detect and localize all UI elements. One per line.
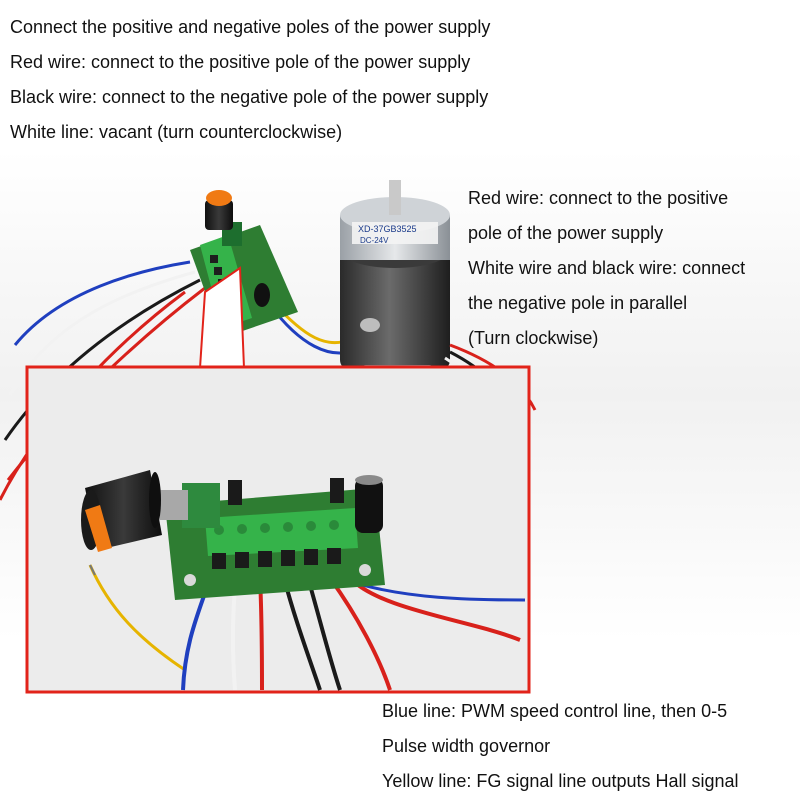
zoom-frame [25, 365, 531, 694]
bottom-caption-line: Pulse width governor [382, 736, 551, 756]
right-caption-line: the negative pole in parallel [468, 293, 688, 313]
top-caption-line: Connect the positive and negative poles … [10, 17, 491, 37]
bottom-caption-line: Yellow line: FG signal line outputs Hall… [382, 771, 739, 791]
right-caption-line: Red wire: connect to the positive [468, 188, 729, 208]
right-caption-line: pole of the power supply [468, 223, 664, 243]
small-knob [205, 200, 233, 230]
motor-voltage-label: DC-24V [360, 236, 389, 245]
large-terminal-block [205, 508, 358, 556]
right-caption-line: White wire and black wire: connect [468, 258, 746, 278]
motor-model-label: XD-37GB3525 [358, 224, 417, 234]
right-caption: Red wire: connect to the positive pole o… [468, 181, 745, 356]
top-caption-line: Black wire: connect to the negative pole… [10, 87, 489, 107]
top-caption: Connect the positive and negative poles … [10, 10, 490, 150]
top-caption-line: Red wire: connect to the positive pole o… [10, 52, 471, 72]
top-caption-line: White line: vacant (turn counterclockwis… [10, 122, 343, 142]
large-knob [81, 470, 162, 552]
gear-motor: XD-37GB3525 DC-24V [340, 180, 450, 390]
tact-switch [228, 480, 242, 505]
bottom-caption: Blue line: PWM speed control line, then … [382, 694, 739, 799]
capacitor [355, 478, 383, 533]
right-caption-line: (Turn clockwise) [468, 328, 599, 348]
bottom-caption-line: Blue line: PWM speed control line, then … [382, 701, 728, 721]
